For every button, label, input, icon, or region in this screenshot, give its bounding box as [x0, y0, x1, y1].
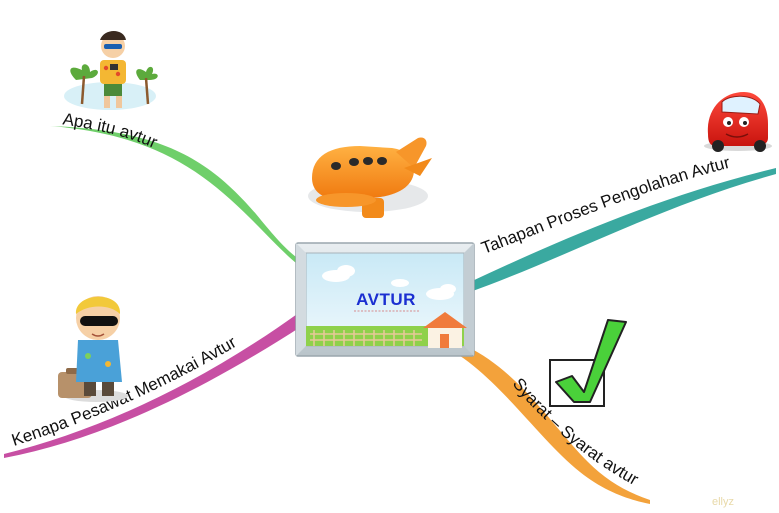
traveler-icon: [58, 296, 128, 402]
branch-line-green: [50, 126, 306, 270]
svg-text:Kenapa Pesawat Memakai Avtur[interactable]: Kenapa Pesawat Memakai Avtur: [9, 332, 240, 449]
branch-tahapan-proses[interactable]: Tahapan Proses Pengolahan Avtur: [470, 153, 776, 292]
branch-label-apa-itu-avtur: Apa itu avtur: [61, 109, 160, 152]
branch-label-tahapan-proses: Tahapan Proses Pengolahan Avtur: [479, 153, 732, 258]
central-topic[interactable]: AVTUR: [295, 242, 475, 357]
branch-apa-itu-avtur[interactable]: Apa itu avtur: [50, 109, 306, 270]
cloud-decoration: [322, 265, 456, 300]
airplane-icon: [308, 137, 432, 218]
central-topic-label: AVTUR: [356, 290, 416, 309]
branch-kenapa-pesawat[interactable]: Kenapa Pesawat Memakai Avtur: [4, 312, 302, 458]
svg-text:Apa itu avtur[interactable]: Apa itu avtur: [61, 109, 160, 152]
branch-line-teal: [470, 168, 776, 292]
tourist-icon: [64, 31, 158, 110]
branch-label-kenapa-pesawat: Kenapa Pesawat Memakai Avtur: [9, 332, 240, 449]
red-car-icon: [704, 92, 772, 152]
watermark-text: ellyz: [712, 496, 734, 508]
checkmark-icon: [549, 319, 627, 407]
fence-decoration: [310, 330, 422, 346]
house-icon: [423, 312, 467, 348]
branch-line-orange: [454, 346, 650, 504]
svg-text:Tahapan Proses Pengolahan Avtu[interactable]: Tahapan Proses Pengolahan Avtur: [479, 153, 732, 258]
